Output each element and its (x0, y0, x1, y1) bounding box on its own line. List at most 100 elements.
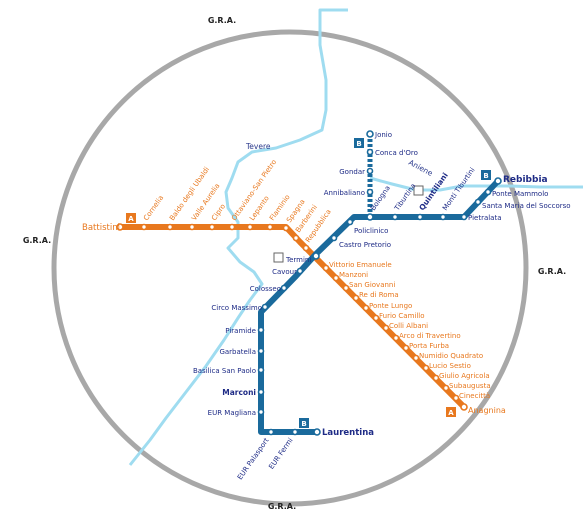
station-dot-arco-travertino[interactable] (392, 334, 400, 342)
station-dot-baldo[interactable] (166, 223, 174, 231)
station-dot-termini[interactable] (312, 252, 320, 260)
label-circo-massimo: Circo Massimo (211, 304, 262, 312)
badge-a-east-label: A (448, 409, 454, 417)
station-dot-cornelia[interactable] (140, 223, 148, 231)
station-dot-lucio-sestio[interactable] (422, 364, 430, 372)
label-termini: Termini (285, 256, 311, 264)
station-dot-giulio-agricola[interactable] (432, 374, 440, 382)
badge-b-north: B (354, 138, 364, 148)
label-marconi: Marconi (222, 388, 256, 397)
station-dot-colosseo[interactable] (280, 284, 288, 292)
station-dot-ottaviano[interactable] (228, 223, 236, 231)
station-dot-eur-palasport[interactable] (267, 428, 275, 436)
station-dot-manzoni[interactable] (332, 274, 340, 282)
station-dot-subaugusta[interactable] (442, 384, 450, 392)
station-dot-numidio[interactable] (412, 354, 420, 362)
label-re-di-roma: Re di Roma (359, 291, 399, 299)
badge-a-east: A (446, 407, 456, 417)
station-dot-castro-pretorio[interactable] (330, 234, 338, 242)
station-dot-anagnina[interactable] (460, 403, 468, 411)
station-dot-circo-massimo[interactable] (261, 303, 269, 311)
label-arco-travertino: Arco di Travertino (399, 332, 461, 340)
badge-b-south: B (299, 418, 309, 428)
gra-ring (51, 29, 529, 507)
station-dot-garbatella[interactable] (257, 347, 265, 355)
label-laurentina: Laurentina (322, 428, 374, 438)
label-porta-furba: Porta Furba (409, 342, 449, 350)
station-dot-cavour[interactable] (296, 267, 304, 275)
station-dot-quintiliani[interactable] (416, 213, 424, 221)
station-dot-policlinico[interactable] (346, 218, 354, 226)
label-anagnina: Anagnina (468, 406, 506, 415)
station-dot-re-di-roma[interactable] (352, 294, 360, 302)
label-castro-pretorio: Castro Pretorio (339, 241, 391, 249)
station-dot-eur-magliana[interactable] (257, 408, 265, 416)
station-dot-santa-maria[interactable] (474, 198, 482, 206)
label-eur-palasport: EUR Palasport (236, 436, 271, 481)
label-cinecitta: Cinecittà (459, 392, 490, 400)
station-dot-barberini[interactable] (292, 234, 300, 242)
station-dot-eur-fermi[interactable] (291, 428, 299, 436)
river-tevere (128, 8, 348, 466)
badge-b-east: B (481, 170, 491, 180)
gra-label-top: G.R.A. (208, 16, 236, 25)
label-numidio: Numidio Quadrato (419, 352, 483, 360)
station-dot-marconi[interactable] (257, 388, 265, 396)
station-dot-battistini[interactable] (116, 223, 124, 231)
label-vittorio: Vittorio Emanuele (329, 261, 392, 269)
label-giulio-agricola: Giulio Agricola (439, 372, 490, 380)
label-conca-doro: Conca d'Oro (375, 149, 418, 157)
station-dot-spagna[interactable] (282, 224, 290, 232)
gra-label-left: G.R.A. (23, 236, 51, 245)
label-basilica: Basilica San Paolo (193, 367, 256, 375)
label-santa-maria: Santa Maria del Soccorso (482, 202, 571, 210)
label-ponte-lungo: Ponte Lungo (369, 302, 412, 310)
station-dot-valle-aurelia[interactable] (188, 223, 196, 231)
label-cipro: Cipro (210, 203, 227, 223)
river-label-tevere: Tevere (245, 142, 271, 151)
station-dot-lepanto[interactable] (246, 223, 254, 231)
badge-a-west: A (126, 213, 136, 223)
station-dot-annibaliano[interactable] (366, 188, 374, 196)
station-dot-furio-camillo[interactable] (372, 314, 380, 322)
label-manzoni: Manzoni (339, 271, 368, 279)
badge-a-west-label: A (128, 215, 134, 223)
station-dot-piramide[interactable] (257, 326, 265, 334)
label-furio-camillo: Furio Camillo (379, 312, 425, 320)
station-dot-vittorio[interactable] (322, 264, 330, 272)
label-annibaliano: Annibaliano (324, 189, 365, 197)
station-dot-cinecitta[interactable] (452, 394, 460, 402)
station-dot-flaminio[interactable] (266, 223, 274, 231)
station-dot-conca-doro[interactable] (366, 148, 374, 156)
badge-b-east-label: B (483, 172, 488, 180)
label-colli-albani: Colli Albani (389, 322, 428, 330)
line-b-stations (257, 130, 502, 436)
label-battistini: Battistini (82, 223, 120, 233)
label-lucio-sestio: Lucio Sestio (429, 362, 471, 370)
label-eur-fermi: EUR Fermi (267, 437, 294, 471)
label-bologna: Bologna (369, 184, 392, 212)
station-dot-monti-tiburtini[interactable] (439, 213, 447, 221)
station-dot-porta-furba[interactable] (402, 344, 410, 352)
station-dot-laurentina[interactable] (313, 428, 321, 436)
badge-b-south-label: B (301, 420, 306, 428)
station-dot-bologna[interactable] (366, 213, 374, 221)
station-dot-tiburtina[interactable] (391, 213, 399, 221)
label-subaugusta: Subaugusta (449, 382, 491, 390)
station-dot-ponte-mammolo[interactable] (484, 188, 492, 196)
label-rebibbia: Rebibbia (503, 175, 548, 185)
station-dot-basilica[interactable] (257, 366, 265, 374)
station-dot-jonio[interactable] (366, 130, 374, 138)
station-dot-cipro[interactable] (208, 223, 216, 231)
station-dot-gondar[interactable] (366, 167, 374, 175)
station-dot-pietralata[interactable] (460, 213, 468, 221)
station-dot-san-giovanni[interactable] (342, 284, 350, 292)
station-dot-colli-albani[interactable] (382, 324, 390, 332)
label-ponte-mammolo: Ponte Mammolo (492, 190, 548, 198)
station-dot-ponte-lungo[interactable] (362, 304, 370, 312)
station-dot-repubblica[interactable] (302, 244, 310, 252)
station-dot-rebibbia[interactable] (494, 177, 502, 185)
label-pietralata: Pietralata (468, 214, 502, 222)
label-cavour: Cavour (272, 268, 297, 276)
